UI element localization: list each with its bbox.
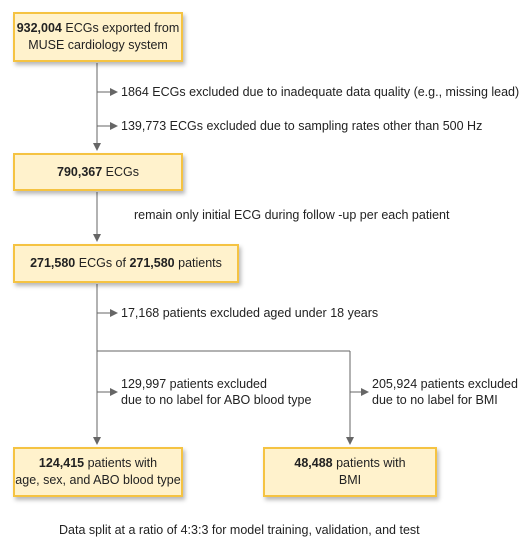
abo-desc: age, sex, and ABO blood type bbox=[15, 473, 181, 487]
bmi-count: 48,488 bbox=[294, 456, 333, 470]
ecgs-label: ECGs bbox=[102, 164, 139, 179]
abo-count: 124,415 bbox=[38, 456, 85, 470]
export-count: 932,004 bbox=[16, 21, 62, 35]
patients-label: patients bbox=[174, 256, 222, 270]
note-excl-abo: 129,997 patients excluded due to no labe… bbox=[121, 376, 311, 408]
note-initial-ecg: remain only initial ECG during follow -u… bbox=[134, 208, 450, 222]
box-abo: 124,415 patients with age, sex, and ABO … bbox=[13, 447, 183, 497]
box-export: 932,004 ECGs exported from MUSE cardiolo… bbox=[13, 12, 183, 62]
patients-ecg-count: 271,580 bbox=[30, 256, 76, 270]
box-patients: 271,580 ECGs of 271,580 patients bbox=[13, 244, 239, 283]
bmi-desc: BMI bbox=[338, 473, 362, 487]
patients-count: 271,580 bbox=[129, 256, 175, 270]
bmi-label: patients with bbox=[332, 456, 406, 470]
export-source: MUSE cardiology system bbox=[28, 38, 168, 52]
note-excl-bmi: 205,924 patients excluded due to no labe… bbox=[372, 376, 518, 408]
note-excl-bmi-line2: due to no label for BMI bbox=[372, 393, 498, 407]
note-excl-age: 17,168 patients excluded aged under 18 y… bbox=[121, 306, 379, 320]
note-excl-bmi-line1: 205,924 patients excluded bbox=[372, 377, 518, 391]
footer-note: Data split at a ratio of 4:3:3 for model… bbox=[59, 523, 420, 537]
abo-label: patients with bbox=[84, 456, 158, 470]
box-ecgs: 790,367 ECGs bbox=[13, 153, 183, 191]
ecgs-count: 790,367 bbox=[57, 164, 103, 179]
note-excl-quality: 1864 ECGs excluded due to inadequate dat… bbox=[121, 85, 520, 99]
box-bmi: 48,488 patients with BMI bbox=[263, 447, 437, 497]
note-excl-abo-line2: due to no label for ABO blood type bbox=[121, 393, 312, 407]
note-excl-abo-line1: 129,997 patients excluded bbox=[121, 377, 267, 391]
note-excl-sampling: 139,773 ECGs excluded due to sampling ra… bbox=[121, 119, 483, 133]
patients-mid: ECGs of bbox=[75, 256, 130, 270]
export-label: ECGs exported from bbox=[61, 21, 180, 35]
